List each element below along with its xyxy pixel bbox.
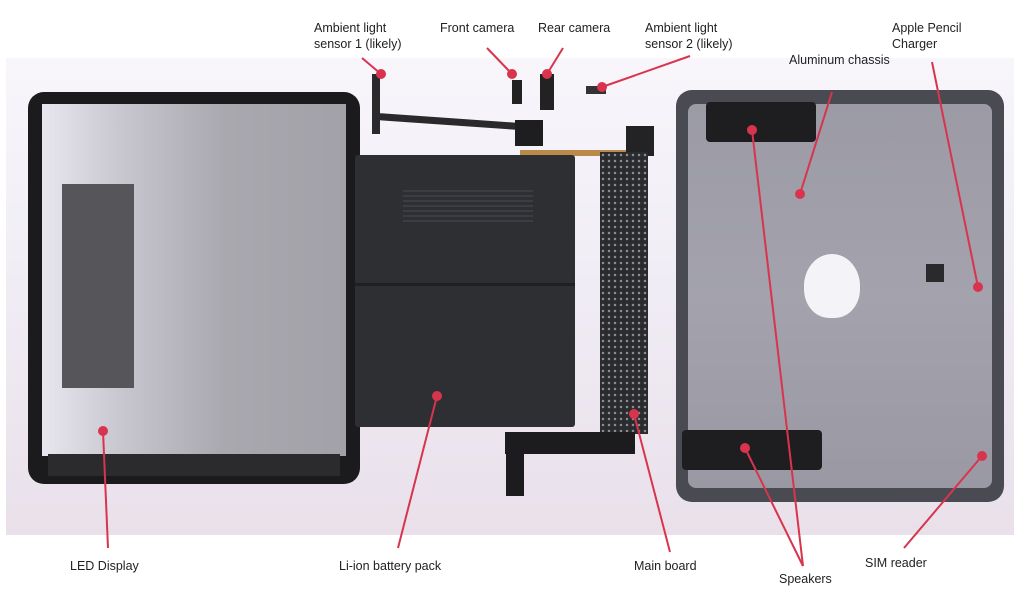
led-display-panel: [28, 92, 360, 484]
apple-logo-cutout: [804, 254, 860, 318]
label-led-display: LED Display: [70, 559, 139, 573]
display-connector-strip: [48, 454, 340, 476]
display-tape: [62, 184, 134, 388]
battery-seam: [355, 283, 575, 286]
label-ambient-light-sensor-1: Ambient light sensor 1 (likely): [314, 21, 402, 51]
label-apple-pencil-charger: Apple Pencil Charger: [892, 21, 962, 51]
label-front-camera: Front camera: [440, 21, 515, 35]
bottom-speaker: [682, 430, 822, 470]
camera-flex-cable: [520, 150, 640, 156]
battery-pack: [355, 155, 575, 427]
main-board-top: [626, 126, 654, 156]
battery-label-text: [403, 190, 533, 222]
label-battery-pack: Li-ion battery pack: [339, 559, 442, 573]
ambient-light-sensor-2-part: [586, 86, 606, 94]
sensor-flex-cable: [372, 74, 380, 134]
camera-flex-board: [515, 120, 543, 146]
usb-c-connector: [506, 452, 524, 496]
top-speaker: [706, 102, 816, 142]
front-camera-module: [512, 80, 522, 104]
label-aluminum-chassis: Aluminum chassis: [789, 53, 890, 67]
aluminum-chassis: [676, 90, 1004, 502]
label-main-board: Main board: [634, 559, 697, 573]
label-ambient-light-sensor-2: Ambient light sensor 2 (likely): [645, 21, 733, 51]
charging-port-flex: [505, 432, 635, 454]
rear-camera-module: [540, 74, 554, 110]
label-sim-reader: SIM reader: [865, 556, 927, 570]
label-speakers: Speakers: [779, 572, 832, 586]
chassis-chip: [926, 264, 944, 282]
main-board: [600, 152, 648, 434]
label-rear-camera: Rear camera: [538, 21, 611, 35]
